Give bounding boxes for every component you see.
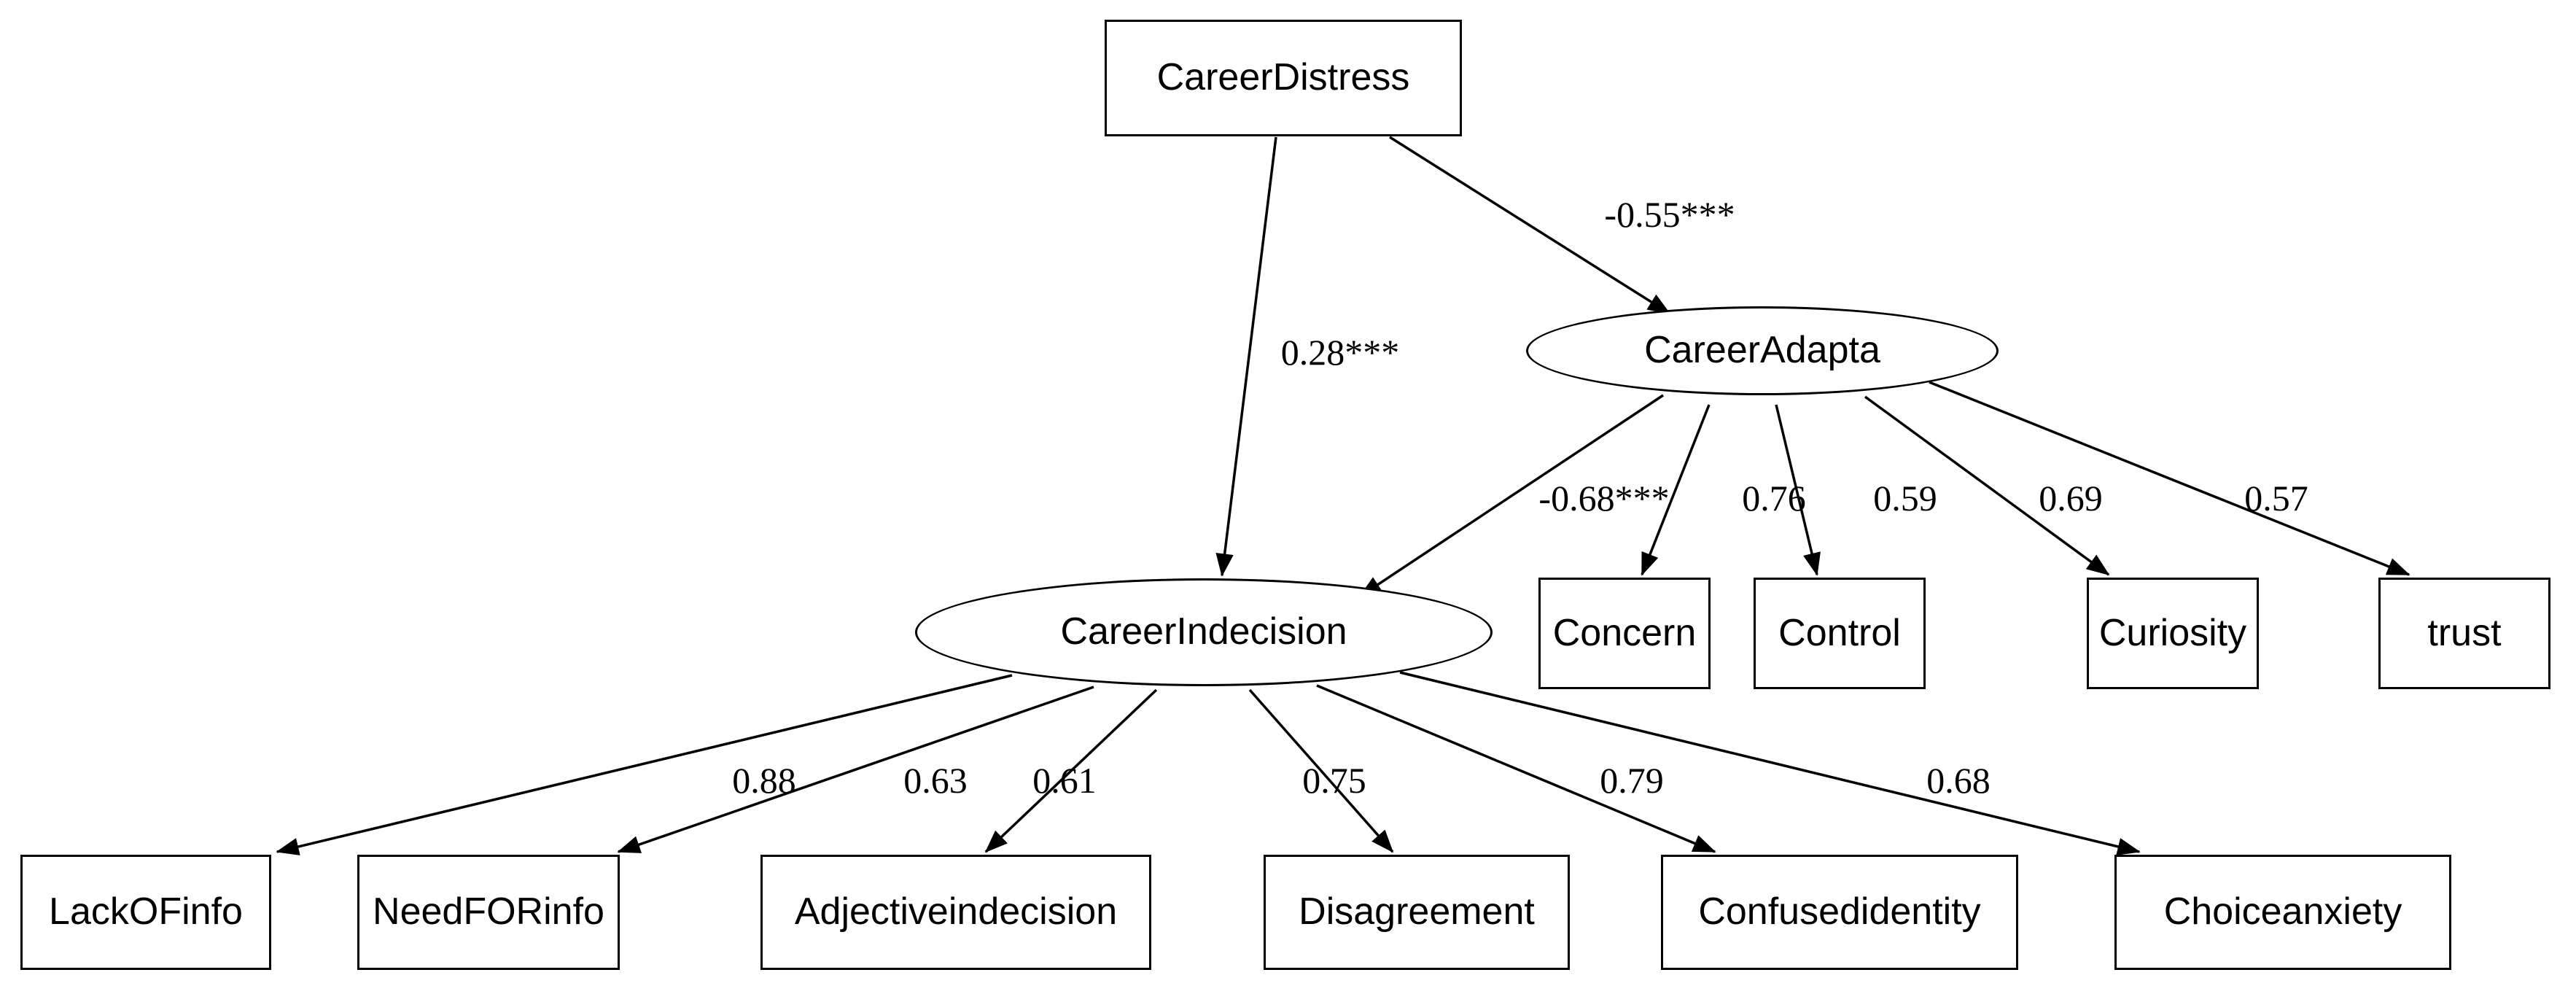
edge-label-careerindecision-to-disagreement: 0.75 — [1302, 760, 1366, 801]
node-lackofinfo[interactable]: LackOFinfo — [20, 855, 271, 970]
edge-careerindecision-to-disagreement — [1248, 688, 1394, 853]
node-label: Confusedidentity — [1698, 890, 1981, 933]
node-label: NeedFORinfo — [373, 890, 604, 933]
edge-label-careerdistress-to-careerindecision: 0.28*** — [1280, 332, 1400, 373]
edge-label-careeradapta-to-control: 0.59 — [1873, 478, 1937, 519]
node-label: CareerIndecision — [1060, 610, 1347, 653]
node-careerindecision[interactable]: CareerIndecision — [915, 578, 1493, 686]
edge-careerdistress-to-careeradapta — [1389, 136, 1671, 315]
edge-careeradapta-to-curiosity — [1864, 395, 2110, 576]
node-curiosity[interactable]: Curiosity — [2087, 578, 2259, 689]
node-label: CareerDistress — [1156, 56, 1410, 99]
edge-careerdistress-to-careerindecision — [1215, 136, 1277, 577]
node-choiceanxiety[interactable]: Choiceanxiety — [2114, 855, 2451, 970]
edge-label-careerindecision-to-choiceanxiety: 0.68 — [1926, 760, 1991, 801]
edge-careerindecision-to-lackofinfo — [276, 674, 1013, 855]
node-label: Curiosity — [2098, 611, 2247, 654]
edge-label-careerdistress-to-careeradapta: -0.55*** — [1604, 194, 1735, 235]
node-label: Control — [1778, 611, 1901, 654]
edge-label-careerindecision-to-confusedidentity: 0.79 — [1600, 760, 1664, 801]
edge-label-careeradapta-to-curiosity: 0.69 — [2039, 478, 2103, 519]
node-disagreement[interactable]: Disagreement — [1264, 855, 1570, 970]
node-confusedidentity[interactable]: Confusedidentity — [1661, 855, 2018, 970]
edge-careeradapta-to-careerindecision — [1358, 394, 1664, 598]
node-adjectiveindecision[interactable]: Adjectiveindecision — [760, 855, 1151, 970]
node-careerdistress[interactable]: CareerDistress — [1105, 20, 1462, 136]
edge-careerindecision-to-confusedidentity — [1316, 684, 1716, 853]
edge-careeradapta-to-control — [1775, 404, 1821, 576]
node-label: CareerAdapta — [1644, 329, 1880, 372]
edge-label-careerindecision-to-needforinfo: 0.63 — [903, 760, 968, 801]
edge-careeradapta-to-trust — [1929, 381, 2410, 576]
node-careeradapta[interactable]: CareerAdapta — [1526, 306, 1999, 395]
node-label: Adjectiveindecision — [794, 890, 1118, 933]
edge-label-careeradapta-to-concern: 0.76 — [1742, 478, 1806, 519]
node-label: Disagreement — [1299, 890, 1535, 933]
edge-careerindecision-to-adjectiveindecision — [984, 688, 1158, 853]
node-trust[interactable]: trust — [2378, 578, 2550, 689]
edge-label-careeradapta-to-trust: 0.57 — [2244, 478, 2308, 519]
node-label: Choiceanxiety — [2163, 890, 2402, 933]
node-label: Concern — [1552, 611, 1697, 654]
node-label: trust — [2427, 611, 2502, 654]
edge-careerindecision-to-needforinfo — [617, 686, 1094, 853]
edge-label-careerindecision-to-adjectiveindecision: 0.61 — [1032, 760, 1097, 801]
node-control[interactable]: Control — [1754, 578, 1926, 689]
edge-careeradapta-to-concern — [1641, 404, 1711, 576]
edge-label-careerindecision-to-lackofinfo: 0.88 — [732, 760, 796, 801]
edge-label-careeradapta-to-careerindecision: -0.68*** — [1538, 478, 1670, 519]
edge-careerindecision-to-choiceanxiety — [1399, 671, 2141, 855]
node-needforinfo[interactable]: NeedFORinfo — [357, 855, 620, 970]
edge-lines — [276, 136, 2410, 855]
node-label: LackOFinfo — [49, 890, 243, 933]
node-concern[interactable]: Concern — [1538, 578, 1711, 689]
